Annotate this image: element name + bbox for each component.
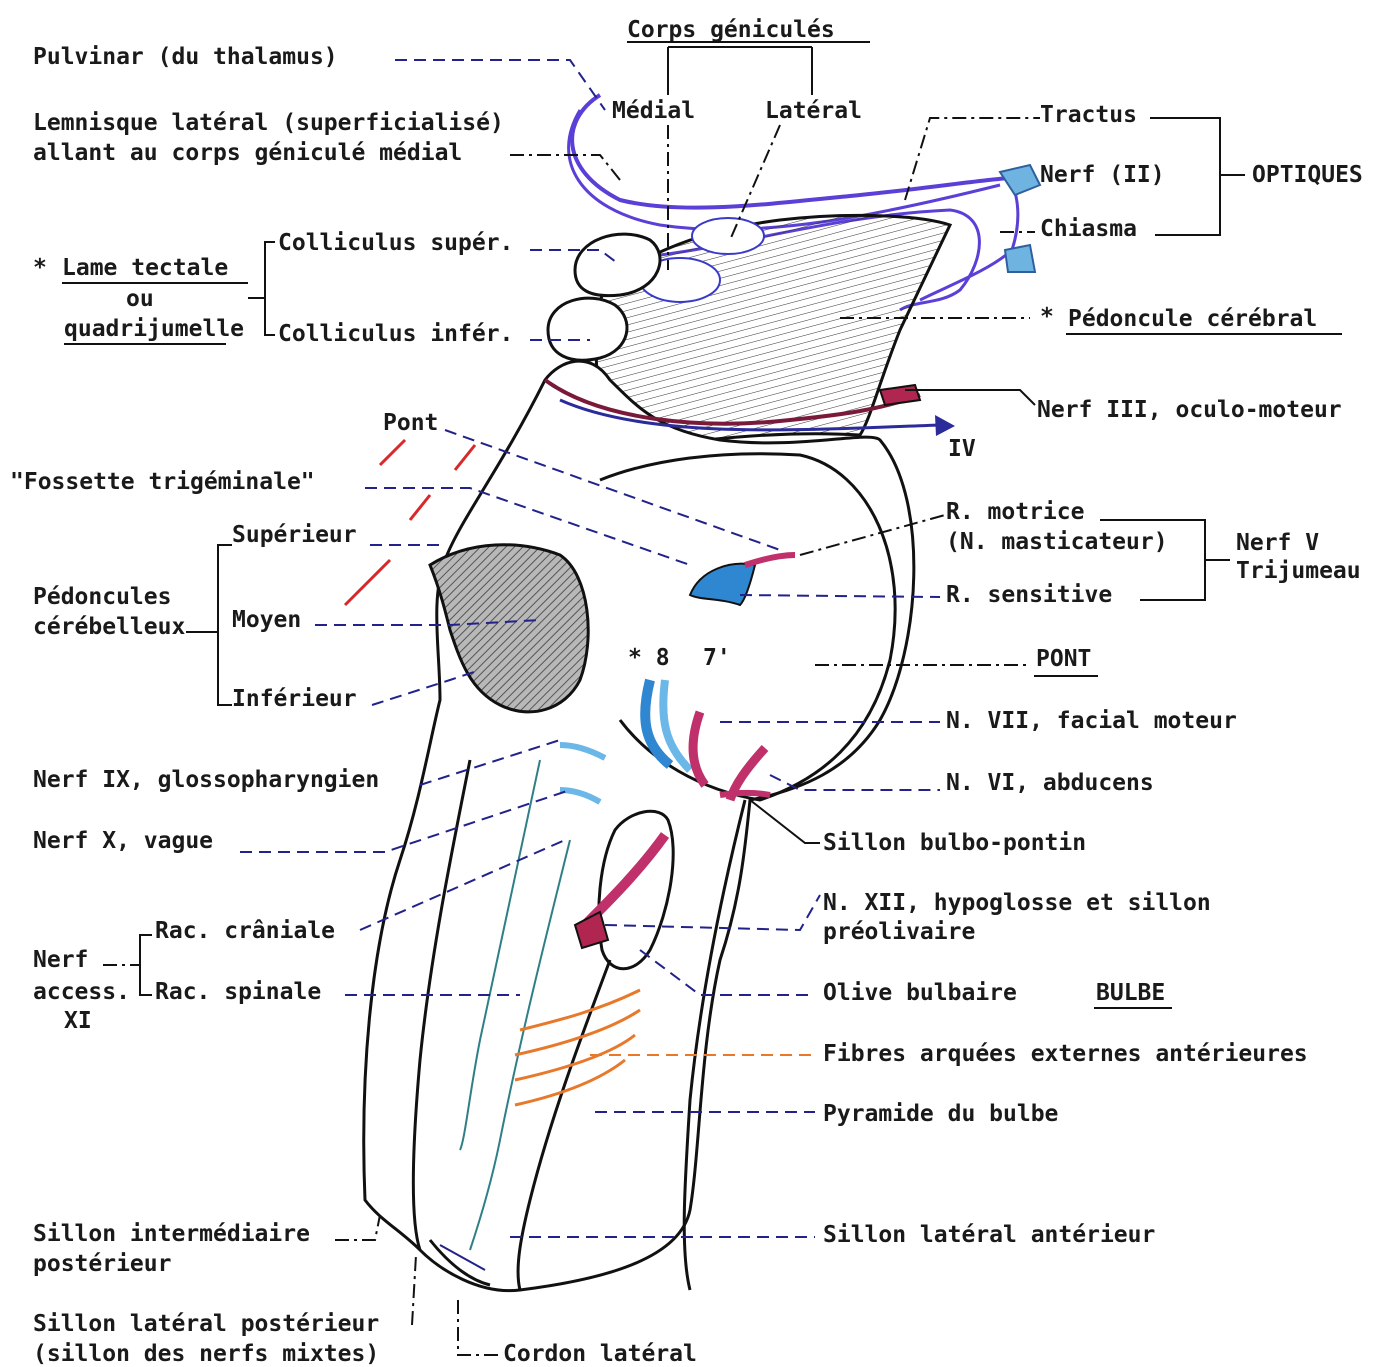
label-nerf-iii: Nerf III, oculo-moteur: [1037, 397, 1342, 423]
label-r-sensitive: R. sensitive: [946, 582, 1112, 608]
label-num-star-8: * 8: [628, 645, 670, 671]
label-r-motrice: R. motrice: [946, 499, 1084, 525]
label-cordon-lateral: Cordon latéral: [503, 1341, 697, 1367]
label-bulbe: BULBE: [1096, 980, 1165, 1006]
optic-nerve-stub: [1000, 165, 1040, 195]
label-pedoncule-cerebral: Pédoncule cérébral: [1068, 306, 1317, 332]
label-nerf-ii: Nerf (II): [1040, 162, 1165, 188]
label-fibres: Fibres arquées externes antérieures: [823, 1041, 1308, 1067]
nerve-iv-arrowhead: [935, 415, 955, 436]
label-olive: Olive bulbaire: [823, 980, 1017, 1006]
label-pulvinar: Pulvinar (du thalamus): [33, 44, 338, 70]
label-sillon-inter-1: Sillon intermédiaire: [33, 1221, 310, 1247]
label-pedoncules-1: Pédoncules: [33, 584, 171, 610]
label-iv: IV: [948, 436, 976, 462]
label-lame-tectale: Lame tectale: [62, 255, 228, 281]
label-n-masticateur: (N. masticateur): [946, 529, 1168, 555]
label-nerf-ix: Nerf IX, glossopharyngien: [33, 767, 379, 793]
label-n-vii: N. VII, facial moteur: [946, 708, 1237, 734]
label-num-7: 7': [703, 645, 731, 671]
inferior-colliculus: [548, 298, 627, 360]
label-pont-top: Pont: [383, 410, 438, 436]
label-ou: ou: [126, 286, 154, 312]
label-rac-spinale: Rac. spinale: [155, 979, 321, 1005]
label-pyramide: Pyramide du bulbe: [823, 1101, 1058, 1127]
label-quadrijumelle: quadrijumelle: [64, 316, 244, 342]
label-nerf-access-1: Nerf: [33, 947, 88, 973]
label-sillon-bulbo: Sillon bulbo-pontin: [823, 830, 1086, 856]
label-nerf-access-2: access.: [33, 979, 130, 1005]
nerve-iii-end: [880, 385, 920, 405]
label-lemnisque-1: Lemnisque latéral (superficialisé): [33, 110, 504, 136]
label-inferieur: Inférieur: [232, 686, 357, 712]
label-n-vi: N. VI, abducens: [946, 770, 1154, 796]
label-n-xii-1: N. XII, hypoglosse et sillon: [823, 890, 1211, 916]
label-sillon-lat-post-2: (sillon des nerfs mixtes): [33, 1341, 379, 1367]
label-trijumeau: Trijumeau: [1236, 558, 1361, 584]
label-pont-right: PONT: [1036, 646, 1091, 672]
label-fossette: "Fossette trigéminale": [10, 469, 315, 495]
label-sillon-inter-2: postérieur: [33, 1251, 171, 1277]
label-nerf-access-3: XI: [64, 1008, 92, 1034]
label-colliculus-super: Colliculus supér.: [278, 230, 513, 256]
label-rac-craniale: Rac. crâniale: [155, 918, 335, 944]
label-sillon-lat-ant: Sillon latéral antérieur: [823, 1222, 1155, 1248]
label-sillon-lat-post-1: Sillon latéral postérieur: [33, 1311, 379, 1337]
label-chiasma: Chiasma: [1040, 216, 1137, 242]
label-colliculus-infer: Colliculus infér.: [278, 321, 513, 347]
label-nerf-v: Nerf V: [1236, 530, 1319, 556]
label-lateral: Latéral: [765, 98, 862, 124]
label-pedoncule-star: *: [1040, 304, 1054, 330]
nerve-vi-b: [720, 793, 770, 795]
label-tractus: Tractus: [1040, 102, 1137, 128]
label-superieur: Supérieur: [232, 522, 357, 548]
label-n-xii-2: préolivaire: [823, 919, 975, 945]
label-moyen: Moyen: [232, 607, 301, 633]
label-medial: Médial: [612, 98, 695, 124]
label-lemnisque-2: allant au corps géniculé médial: [33, 140, 462, 166]
lateral-geniculate-body: [692, 218, 764, 254]
label-corps-genicules: Corps géniculés: [627, 17, 835, 43]
optic-chiasma-stub: [1005, 245, 1035, 272]
label-optiques: OPTIQUES: [1252, 162, 1363, 188]
label-pedoncules-2: cérébelleux: [33, 614, 185, 640]
label-lame-star: *: [33, 255, 47, 281]
label-nerf-x: Nerf X, vague: [33, 828, 213, 854]
